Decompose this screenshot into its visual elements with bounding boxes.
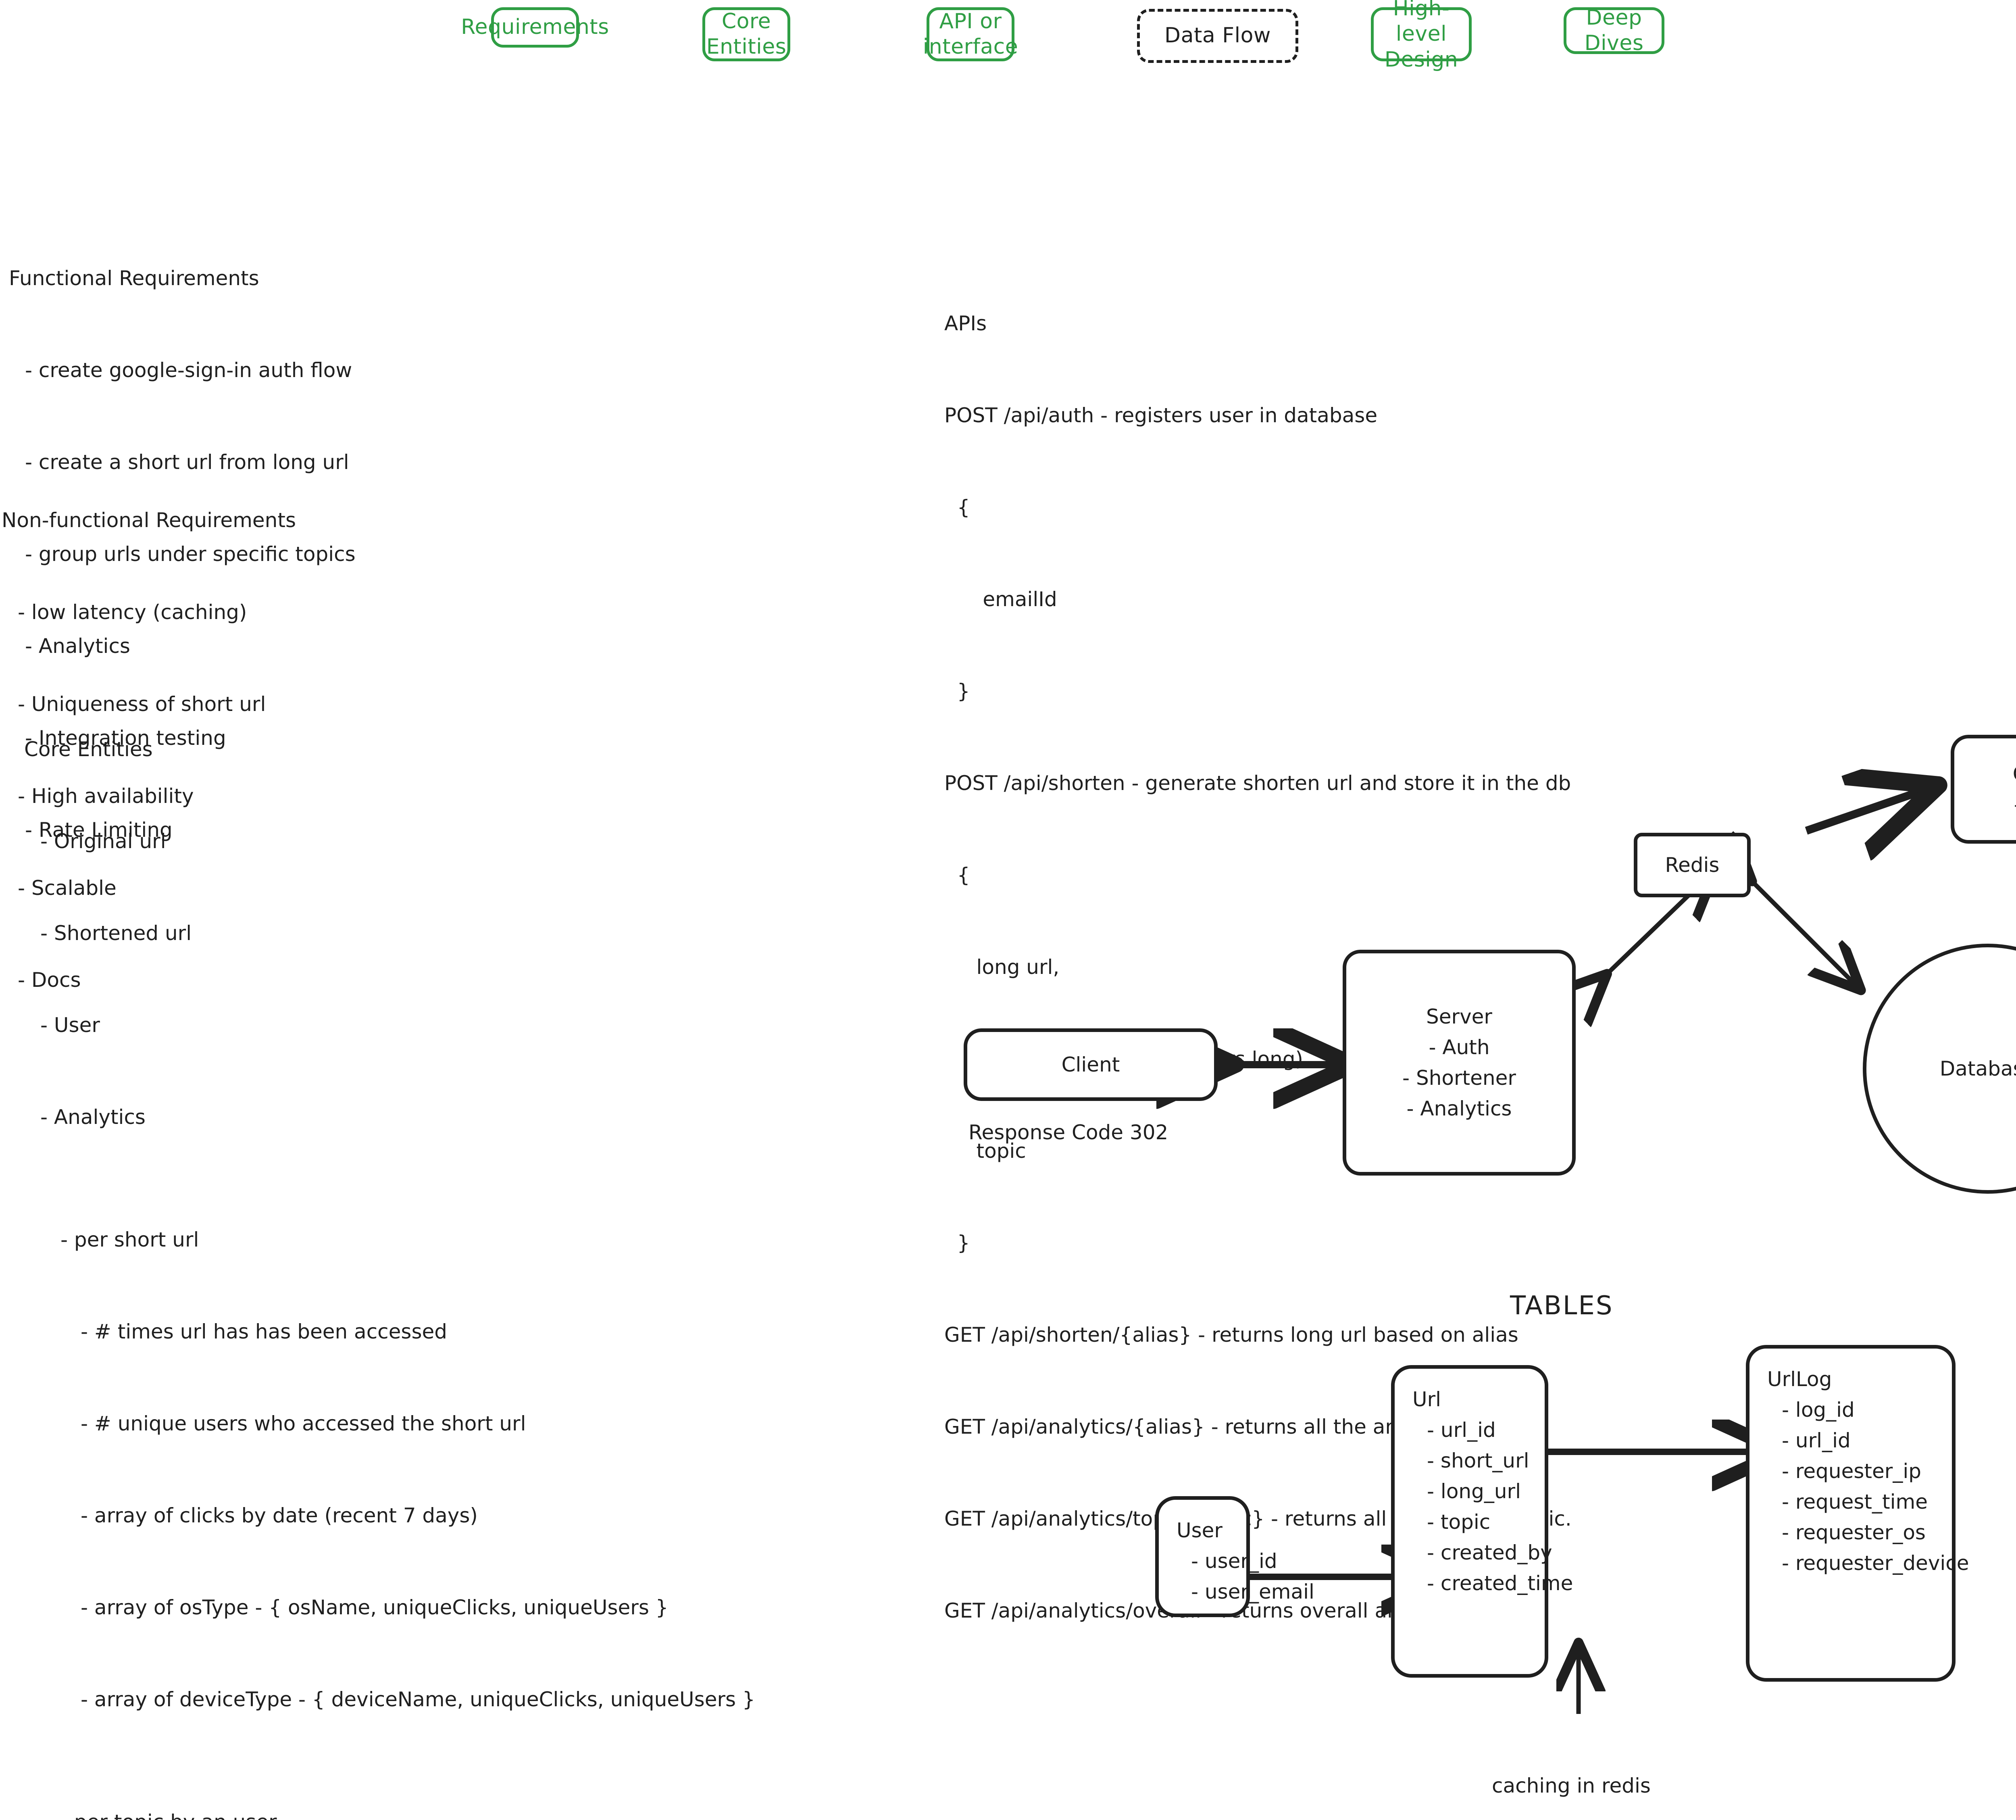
api-line: { bbox=[944, 863, 970, 887]
api-line: topic bbox=[944, 1139, 1026, 1163]
table-urllog-field: - requester_device bbox=[1782, 1551, 1969, 1575]
nav-pill-label: Requirements bbox=[461, 15, 609, 40]
core-entity-item: - Analytics bbox=[40, 1105, 146, 1129]
tables-heading: TABLES bbox=[1510, 1291, 1614, 1321]
non-functional-requirement-item: - Docs bbox=[18, 968, 81, 992]
table-url[interactable]: Url - url_id - short_url - long_url - to… bbox=[1391, 1365, 1573, 1678]
nav-pill-api-or-interface[interactable]: API or interface bbox=[923, 7, 1018, 61]
section-nav: Requirements Core Entities API or interf… bbox=[0, 0, 2016, 105]
api-line: POST /api/auth - registers user in datab… bbox=[944, 404, 1378, 427]
core-entity-item: - Shortened url bbox=[40, 921, 192, 945]
table-url-field: - created_by bbox=[1427, 1541, 1552, 1564]
analytics-metric: - array of clicks by date (recent 7 days… bbox=[81, 1504, 478, 1527]
analytics-metric: - array of osType - { osName, uniqueClic… bbox=[81, 1596, 669, 1619]
analytics-metric: - # unique users who accessed the short … bbox=[81, 1412, 526, 1435]
functional-requirement-item: - create google-sign-in auth flow bbox=[25, 359, 352, 382]
nav-pill-deep-dives[interactable]: Deep Dives bbox=[1564, 5, 1664, 55]
apis-block: APIs POST /api/auth - registers user in … bbox=[944, 247, 1572, 1687]
node-server-item: - Auth bbox=[1429, 1036, 1490, 1059]
functional-requirement-item: - create a short url from long url bbox=[25, 450, 349, 474]
client-response-code-note: Response Code 302 bbox=[968, 1121, 1168, 1144]
functional-requirements-title: Functional Requirements bbox=[9, 267, 259, 290]
api-line: } bbox=[944, 680, 970, 703]
node-cached-data-title: Cached Data bbox=[2013, 759, 2016, 789]
core-entities-block: Core Entities - Original url - Shortened… bbox=[24, 673, 755, 1820]
api-line: POST /api/shorten - generate shorten url… bbox=[944, 771, 1571, 795]
api-line: long url, bbox=[944, 955, 1060, 979]
nav-pill-requirements[interactable]: Requirements bbox=[461, 7, 609, 48]
functional-requirement-item: - group urls under specific topics bbox=[25, 542, 356, 566]
table-url-field: - created_time bbox=[1427, 1572, 1573, 1595]
node-server-item: - Shortener bbox=[1402, 1066, 1516, 1090]
core-entity-item: - User bbox=[40, 1013, 100, 1037]
core-entity-item: - Original url bbox=[40, 830, 166, 853]
non-functional-requirement-item: - low latency (caching) bbox=[18, 600, 247, 624]
functional-requirement-item: - Analytics bbox=[25, 634, 130, 658]
apis-title: APIs bbox=[944, 312, 987, 335]
arrow-redis-cached-data bbox=[1805, 790, 1923, 831]
nav-pill-label: High-level Design bbox=[1384, 0, 1458, 72]
node-cached-data[interactable]: Cached Data - Redirection bbox=[1951, 735, 2016, 844]
table-user-field: - user_id bbox=[1191, 1549, 1277, 1573]
node-server-item: - Analytics bbox=[1406, 1097, 1512, 1120]
table-urllog-field: - requester_os bbox=[1782, 1521, 1926, 1544]
node-database[interactable]: Database bbox=[1863, 944, 2016, 1194]
nav-pill-label: API or interface bbox=[923, 9, 1018, 59]
table-urllog-field: - request_time bbox=[1782, 1490, 1928, 1514]
nav-pill-label: Core Entities bbox=[706, 9, 787, 59]
table-user-name: User bbox=[1177, 1519, 1223, 1542]
functional-requirement-item: - Rate Limiting bbox=[25, 818, 173, 842]
non-functional-requirement-item: - Uniqueness of short url bbox=[18, 692, 266, 716]
nav-pill-high-level-design[interactable]: High-level Design bbox=[1371, 0, 1472, 72]
table-url-field: - short_url bbox=[1427, 1449, 1529, 1472]
caching-in-redis-note: caching in redis bbox=[1492, 1774, 1651, 1797]
table-urllog-field: - url_id bbox=[1782, 1429, 1851, 1452]
table-urllog-field: - requester_ip bbox=[1782, 1459, 1921, 1483]
non-functional-requirements-title: Non-functional Requirements bbox=[2, 509, 296, 532]
table-urllog-name: UrlLog bbox=[1767, 1368, 1832, 1391]
table-url-field: - url_id bbox=[1427, 1418, 1496, 1442]
table-url-field: - topic bbox=[1427, 1510, 1491, 1534]
core-entities-title: Core Entities bbox=[24, 738, 153, 761]
nav-pill-data-flow[interactable]: Data Flow bbox=[1137, 9, 1298, 63]
table-user-field: - user_email bbox=[1191, 1580, 1314, 1603]
non-functional-requirement-item: - High availability bbox=[18, 784, 194, 808]
nav-pill-core-entities[interactable]: Core Entities bbox=[702, 7, 790, 61]
api-line: } bbox=[944, 1231, 970, 1255]
analytics-metric: - array of deviceType - { deviceName, un… bbox=[81, 1688, 755, 1711]
node-redis-label: Redis bbox=[1665, 853, 1720, 877]
table-url-field: - long_url bbox=[1427, 1480, 1521, 1503]
non-functional-requirement-item: - Scalable bbox=[18, 876, 117, 900]
analytics-group-per-short-url: - per short url bbox=[60, 1228, 199, 1251]
api-line: GET /api/shorten/{alias} - returns long … bbox=[944, 1323, 1518, 1347]
table-urllog-field: - log_id bbox=[1782, 1398, 1855, 1422]
api-line: { bbox=[944, 496, 970, 519]
analytics-metric: - # times url has has been accessed bbox=[81, 1320, 448, 1343]
functional-requirements-block: Functional Requirements - create google-… bbox=[9, 202, 356, 907]
nav-pill-label: Deep Dives bbox=[1584, 5, 1644, 55]
nav-pill-label: Data Flow bbox=[1164, 23, 1271, 48]
api-line: emailId bbox=[944, 588, 1057, 611]
node-server-title: Server bbox=[1426, 1005, 1492, 1028]
node-client-label: Client bbox=[1061, 1053, 1120, 1076]
analytics-group-per-topic-by-user: - per topic by an user bbox=[24, 1807, 755, 1820]
node-client[interactable]: Client bbox=[964, 1028, 1218, 1101]
table-urllog[interactable]: UrlLog - log_id - url_id - requester_ip … bbox=[1746, 1345, 1969, 1682]
functional-requirement-item: - Integration testing bbox=[25, 726, 226, 750]
node-cached-data-item: - Redirection bbox=[2014, 789, 2016, 820]
non-functional-requirements-block: Non-functional Requirements - low latenc… bbox=[2, 444, 296, 1057]
node-redis[interactable]: Redis bbox=[1634, 833, 1751, 897]
table-user[interactable]: User - user_id - user_email bbox=[1155, 1496, 1314, 1617]
node-server[interactable]: Server - Auth - Shortener - Analytics bbox=[1343, 950, 1576, 1176]
arrow-redis-database bbox=[1746, 875, 1855, 984]
table-url-name: Url bbox=[1412, 1388, 1441, 1411]
node-database-label: Database bbox=[1939, 1057, 2016, 1080]
